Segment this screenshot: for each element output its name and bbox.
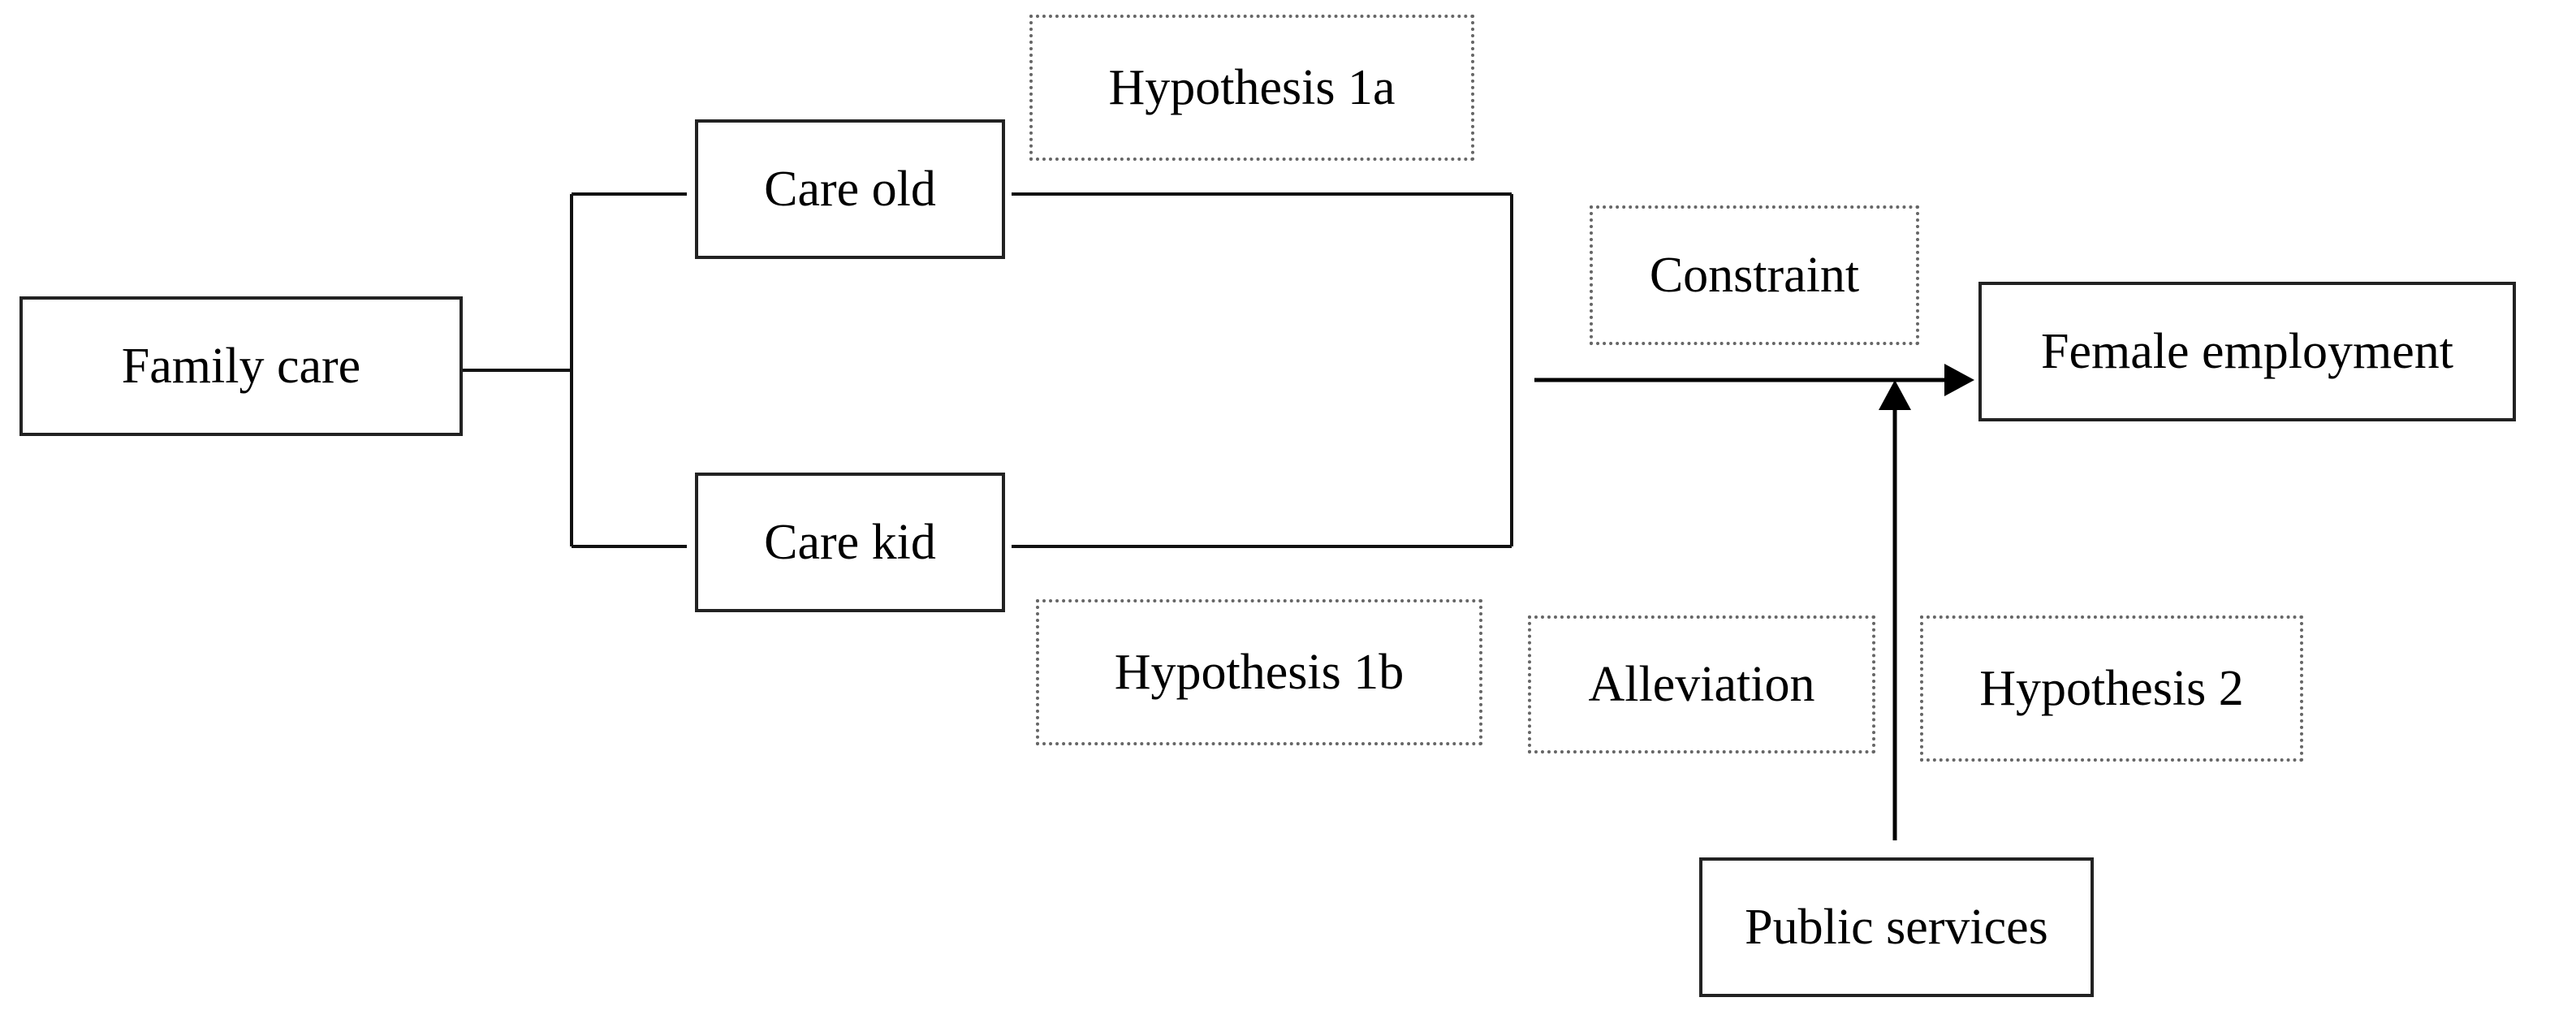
hypothesis-1b-label: Hypothesis 1b — [1114, 645, 1405, 700]
public-services-arrow — [1879, 380, 1911, 840]
care-old-node: Care old — [695, 119, 1005, 259]
care-old-label: Care old — [764, 162, 936, 217]
public-services-label: Public services — [1745, 900, 2048, 955]
constraint-label: Constraint — [1649, 248, 1860, 303]
hypothesis-2-label: Hypothesis 2 — [1979, 661, 2244, 716]
care-kid-node: Care kid — [695, 473, 1005, 612]
female-employment-label: Female employment — [2041, 324, 2453, 379]
family-care-node: Family care — [19, 296, 463, 436]
female-employment-node: Female employment — [1978, 282, 2516, 421]
hypothesis-1a-note: Hypothesis 1a — [1029, 15, 1474, 161]
alleviation-note: Alleviation — [1528, 615, 1875, 753]
family-care-label: Family care — [121, 339, 361, 394]
hypothesis-2-note: Hypothesis 2 — [1920, 615, 2303, 762]
hypothesis-1a-label: Hypothesis 1a — [1108, 60, 1396, 115]
public-services-node: Public services — [1699, 857, 2094, 997]
alleviation-label: Alleviation — [1588, 657, 1815, 712]
hypothesis-1b-note: Hypothesis 1b — [1036, 599, 1482, 745]
care-kid-label: Care kid — [764, 515, 936, 570]
constraint-note: Constraint — [1590, 205, 1919, 345]
main-arrow — [1534, 364, 1974, 396]
